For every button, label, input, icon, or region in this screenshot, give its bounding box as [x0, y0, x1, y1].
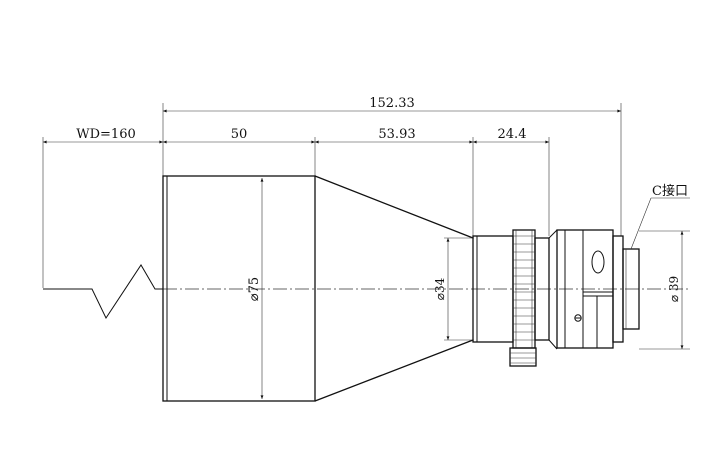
dimension-front-barrel-length-label: 50 — [231, 127, 248, 142]
dimension-cone-length: 53.93 — [314, 127, 474, 144]
extension-lines — [42, 103, 622, 288]
dimension-working-distance: WD=160 — [43, 127, 163, 144]
dimension-rear-length: 24.4 — [472, 127, 549, 144]
rear-body — [472, 229, 558, 350]
dimension-neck-diameter-label: ⌀34 — [433, 277, 447, 300]
mount-callout: C接口 — [630, 183, 690, 250]
front-barrel — [162, 175, 316, 402]
mount-housing — [556, 229, 624, 349]
dimension-cone-length-label: 53.93 — [378, 127, 415, 142]
dimension-neck-diameter: ⌀34 — [433, 237, 474, 341]
dimension-mount-diameter: ⌀ 39 — [639, 230, 690, 350]
dimension-front-barrel-length: 50 — [163, 127, 316, 144]
locking-screw — [509, 347, 537, 367]
dimension-total-length: 152.33 — [163, 96, 621, 113]
set-screw-icon — [574, 314, 582, 322]
dimension-front-diameter: ⌀75 — [247, 178, 264, 400]
dimension-total-length-label: 152.33 — [369, 96, 415, 111]
dimension-front-diameter-label: ⌀75 — [247, 277, 262, 301]
dimension-working-distance-label: WD=160 — [76, 127, 136, 142]
dimension-rear-length-label: 24.4 — [498, 127, 527, 142]
dimension-mount-diameter-label: ⌀ 39 — [667, 276, 681, 302]
working-distance-break-line — [43, 264, 163, 320]
iris-window-icon — [591, 250, 605, 274]
mount-label: C接口 — [652, 183, 688, 199]
cone-section — [314, 175, 474, 402]
